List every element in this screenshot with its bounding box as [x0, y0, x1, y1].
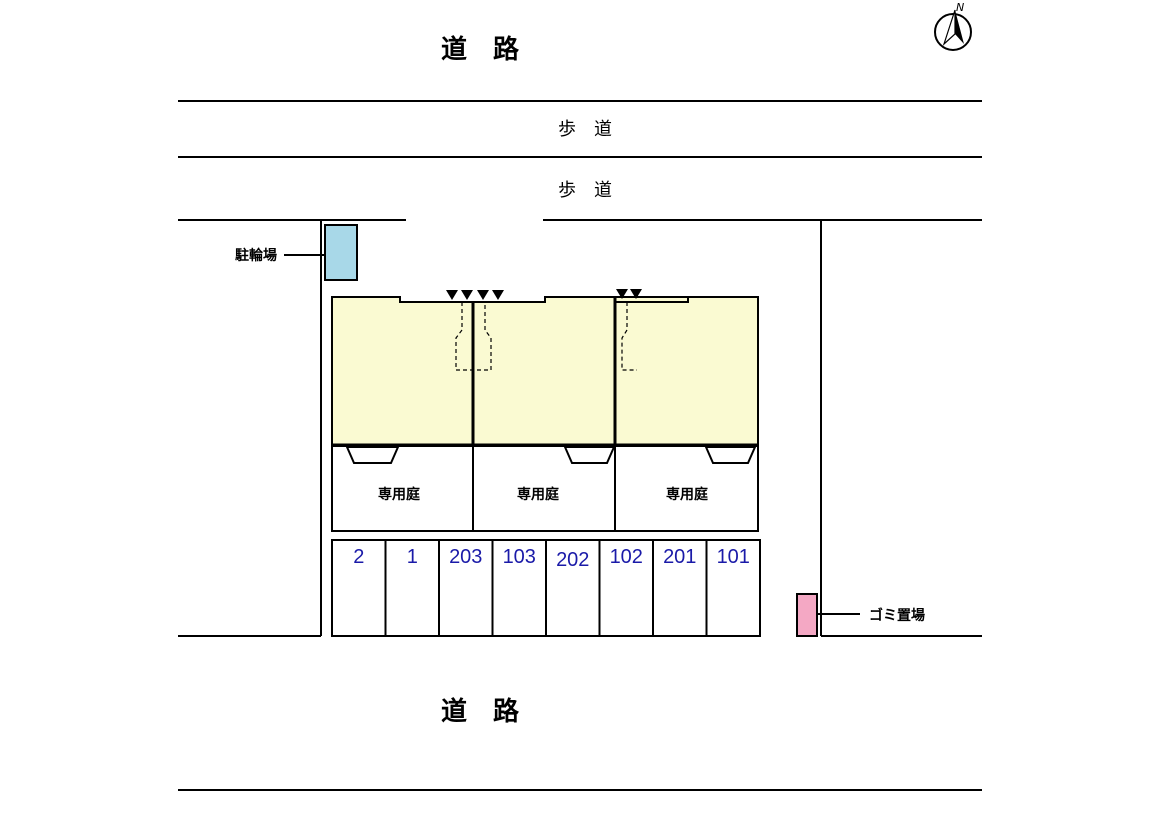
- entrance-markers: [446, 289, 642, 300]
- upper-sidewalk-label: 歩 道: [558, 119, 612, 140]
- property-boundary: [178, 220, 982, 637]
- parking-space-label: 202: [556, 549, 589, 571]
- bicycle-parking-label: 駐輪場: [235, 247, 277, 264]
- garden-label-3: 専用庭: [666, 486, 709, 503]
- compass-north-label: N: [956, 1, 964, 14]
- parking-space-label: 203: [449, 546, 482, 568]
- compass-icon: N: [934, 1, 972, 51]
- parking-space-label: 201: [663, 546, 696, 568]
- private-gardens: [331, 445, 759, 532]
- parking-space-label: 101: [717, 546, 750, 568]
- bottom-road-label: 道 路: [441, 696, 520, 727]
- stair-outlines: [455, 302, 637, 371]
- garden-label-2: 専用庭: [517, 486, 560, 503]
- parking-space-label: 103: [503, 546, 536, 568]
- sidewalk-lines: [178, 100, 982, 221]
- apartment-building: [331, 289, 759, 447]
- parking-space-label: 102: [610, 546, 643, 568]
- parking-space-label: 2: [353, 546, 364, 568]
- garbage-area-label: ゴミ置場: [869, 607, 925, 624]
- top-road-label: 道 路: [441, 34, 520, 65]
- lower-sidewalk-label: 歩 道: [558, 180, 612, 201]
- garden-label-1: 専用庭: [378, 486, 421, 503]
- parking-space-label: 1: [407, 546, 418, 568]
- garbage-area: [796, 593, 818, 637]
- parking-block: 2 1 203 103 202 102 201 101: [331, 539, 761, 637]
- bicycle-parking-area: [324, 224, 358, 281]
